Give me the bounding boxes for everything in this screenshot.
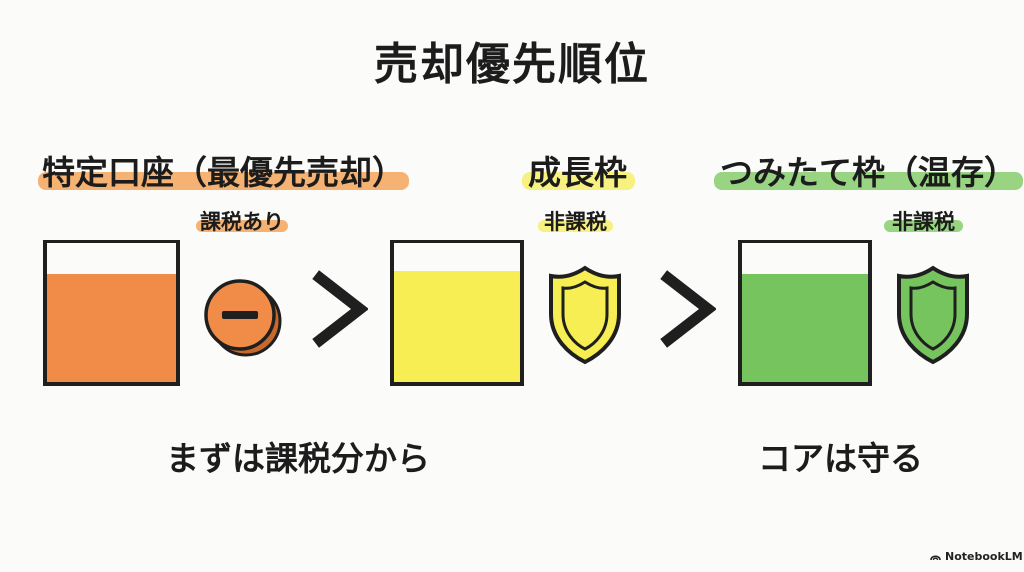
fill-tsumitate [742,273,868,382]
minus-coin-icon [204,279,282,357]
heading-seichou: 成長枠 [522,146,635,194]
greater-than-separator-2 [660,270,716,348]
tag-hikazei-1: 非課税 [538,206,613,236]
caption-right: コアは守る [758,439,923,478]
heading-tokutei: 特定口座（最優先売却） [38,146,409,194]
notebooklm-logo-icon [930,555,941,561]
shield-icon [897,265,969,365]
shield-icon [549,265,621,365]
footer-brand: NotebookLM [930,550,1023,563]
container-tokutei [43,240,180,386]
heading-tsumitate: つみたて枠（温存） [714,146,1023,194]
container-seichou [390,240,524,386]
fill-seichou [394,270,520,382]
fill-tokutei [47,273,176,382]
container-tsumitate [738,240,872,386]
greater-than-separator-1 [312,270,368,348]
tag-hikazei-2: 非課税 [884,206,963,236]
tag-kazei-ari: 課税あり [196,206,288,236]
caption-left: まずは課税分から [166,439,430,478]
page-title: 売却優先順位 [374,39,650,90]
